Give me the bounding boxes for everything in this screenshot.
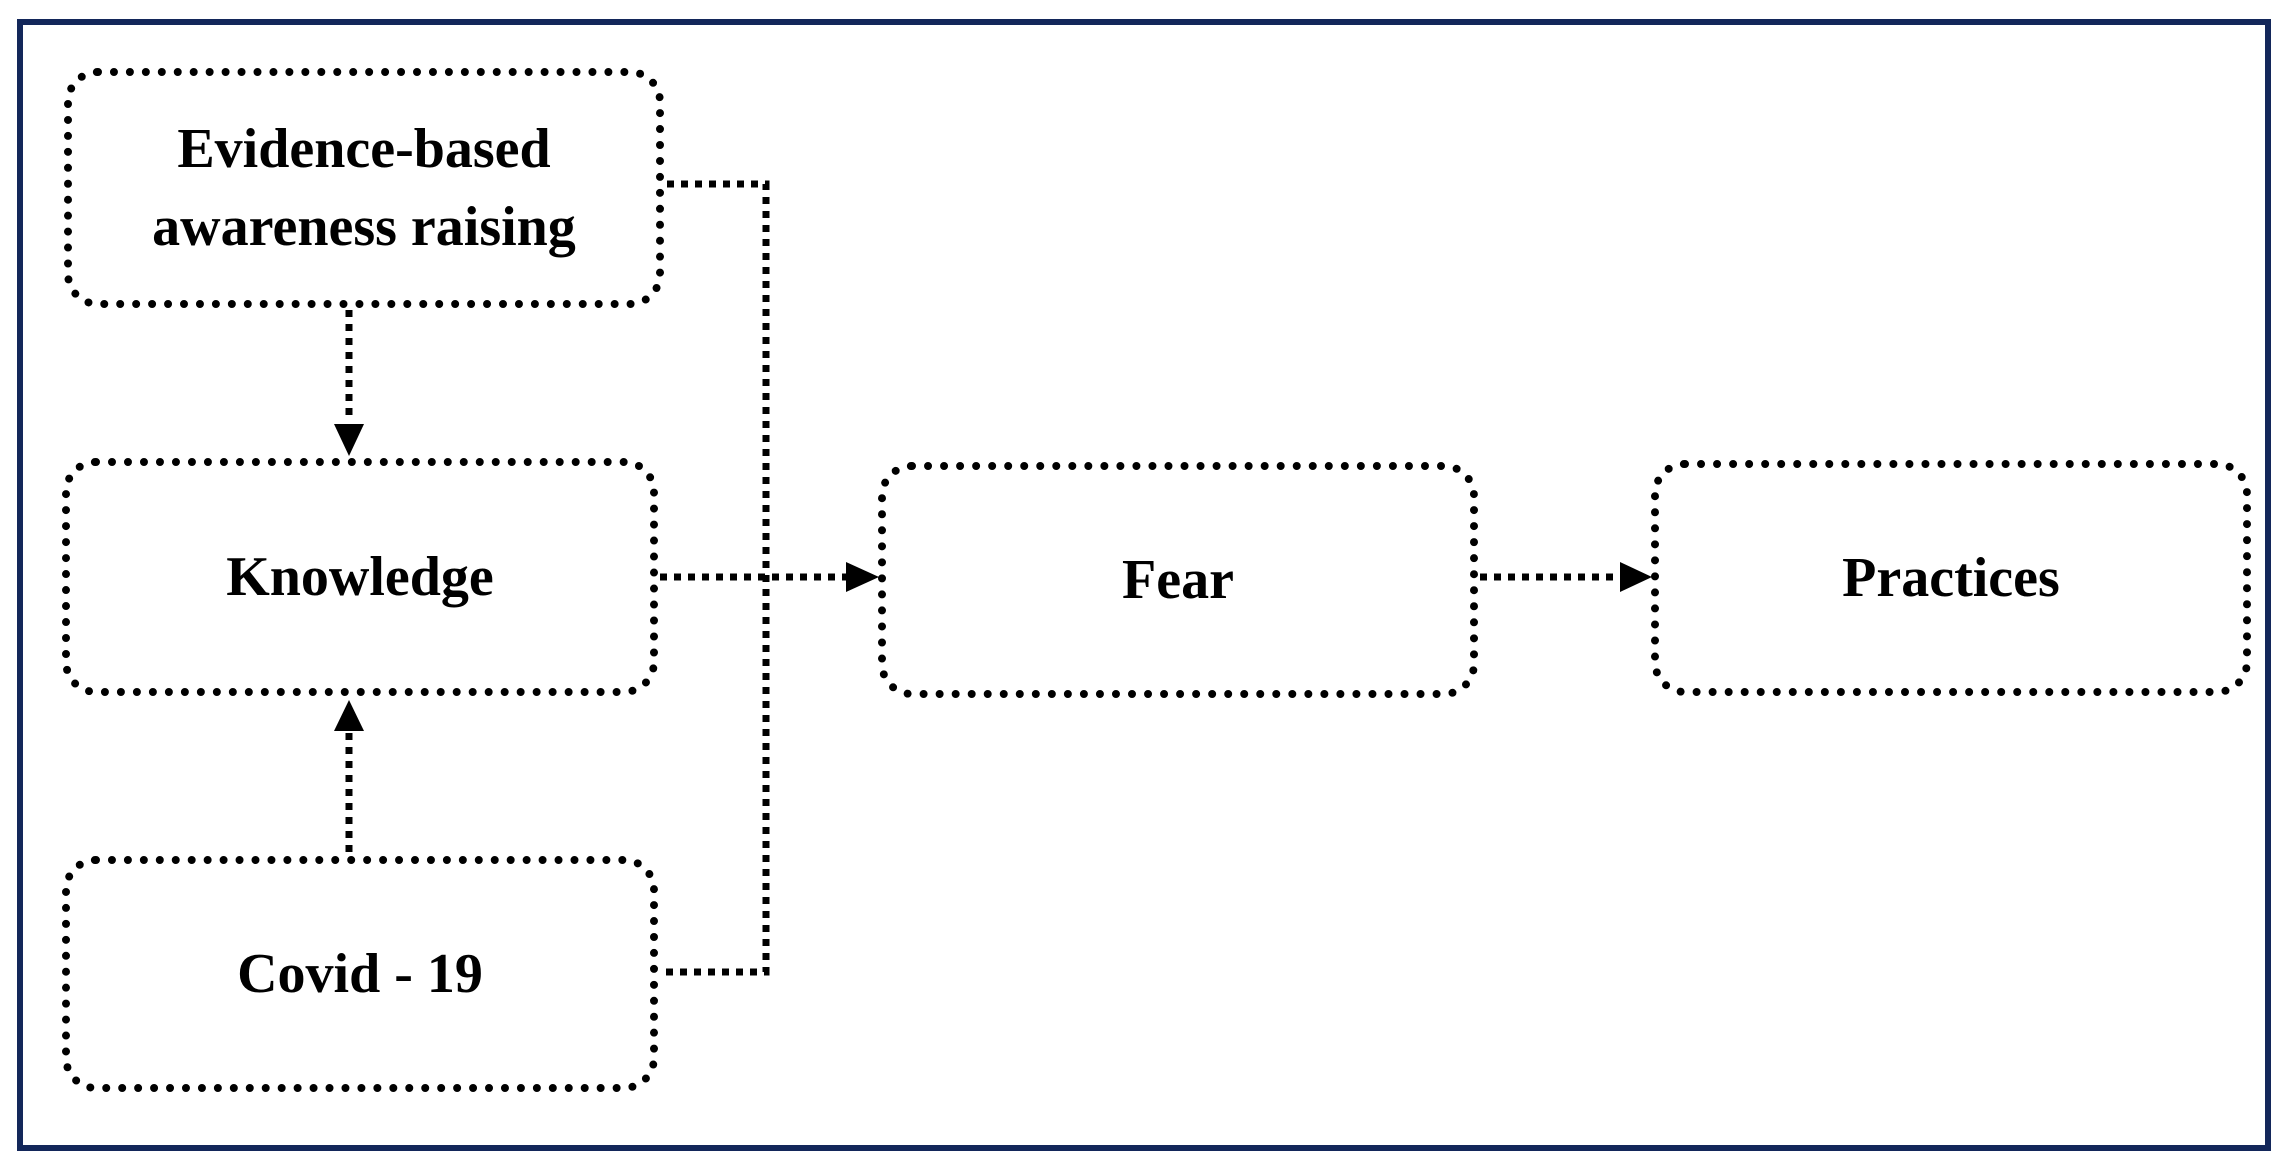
- node-label: Practices: [1842, 547, 2060, 609]
- node-practices: Practices: [1651, 460, 2251, 696]
- node-label: Evidence-based awareness raising: [152, 118, 576, 258]
- edge-evidence-trunk: [662, 180, 770, 976]
- arrowhead-knowledge-fear: [846, 562, 879, 592]
- diagram-frame: [17, 19, 2271, 1151]
- arrowhead-fear-practices: [1620, 562, 1652, 592]
- node-label: Covid - 19: [237, 943, 483, 1005]
- node-label: Knowledge: [226, 546, 494, 608]
- node-fear: Fear: [878, 462, 1478, 698]
- arrowhead-evidence-knowledge: [334, 424, 364, 456]
- node-label: Fear: [1122, 549, 1234, 611]
- node-evidence-based-awareness-raising: Evidence-based awareness raising: [64, 68, 664, 308]
- arrowhead-covid-knowledge: [334, 700, 364, 731]
- node-knowledge: Knowledge: [62, 458, 658, 696]
- node-covid-19: Covid - 19: [62, 856, 658, 1092]
